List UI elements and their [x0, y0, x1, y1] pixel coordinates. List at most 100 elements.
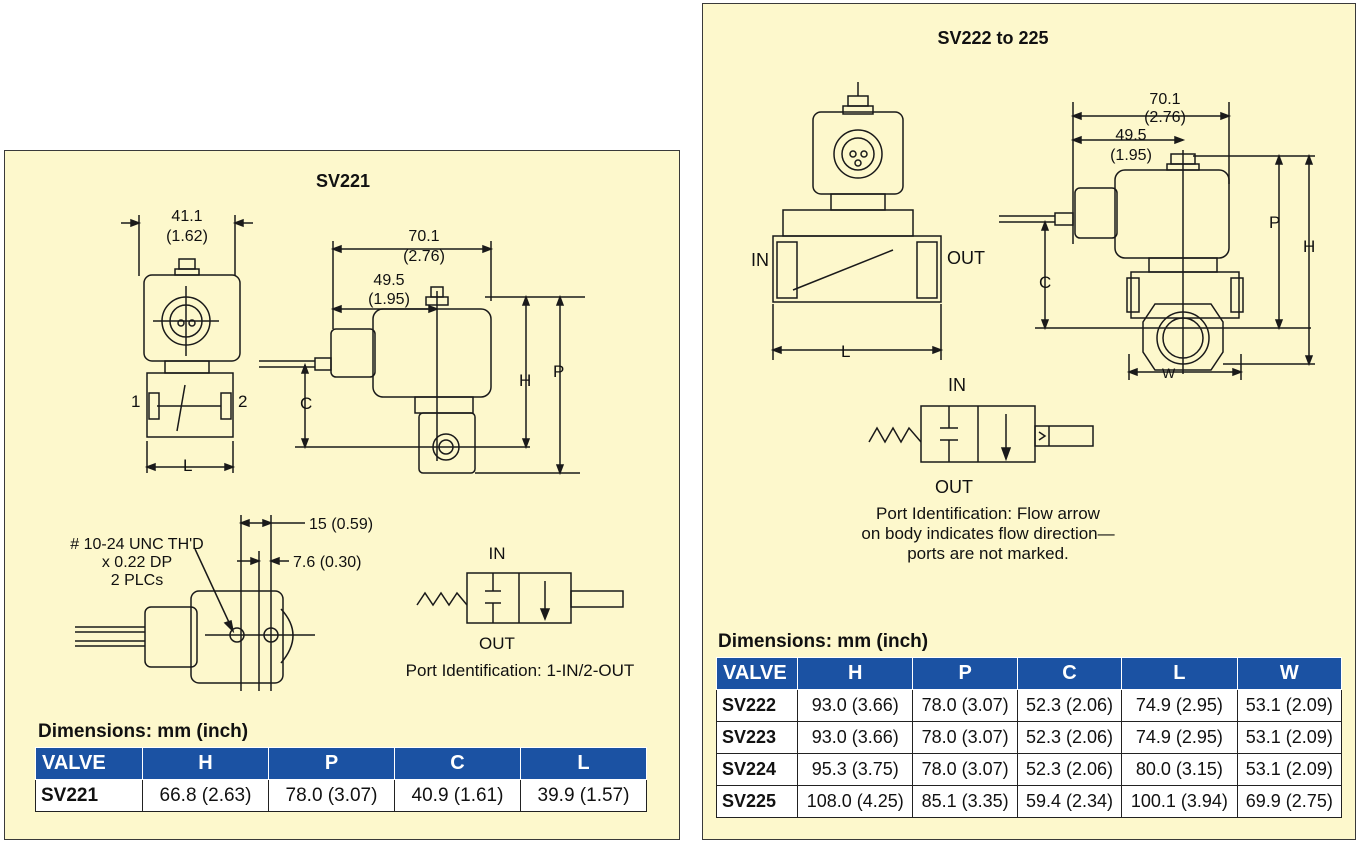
cell-valve: SV222 [716, 689, 798, 722]
dimensions-title: Dimensions: mm (inch) [38, 721, 249, 742]
sv222-225-dimensions-table: VALVE H P C L W SV222 93.0 (3.66) 78.0 (… [716, 657, 1343, 818]
panel-title: SV222 to 225 [937, 28, 1049, 48]
front-in-label: IN [751, 250, 769, 270]
header-l: L [520, 747, 647, 780]
cell-h: 93.0 (3.66) [796, 689, 914, 722]
port-identification-note: Port Identification: 1-IN/2-OUT [405, 661, 635, 680]
header-valve: VALVE [716, 657, 798, 690]
h-dim-label: H [1303, 237, 1315, 256]
center-dim-inch-label: (1.95) [368, 291, 410, 308]
sv222-front-view: L IN OUT [751, 82, 985, 361]
width-dim-label: 41.1 [171, 208, 202, 225]
cell-valve: SV225 [716, 785, 798, 818]
port-note-line3: ports are not marked. [907, 544, 1069, 563]
table-header-row: VALVE H P C L W [716, 657, 1343, 690]
cell-h: 66.8 (2.63) [142, 779, 269, 812]
sv222-225-drawings: L IN OUT 70.1 (2.76) 49.5 (1.95) [751, 82, 1315, 497]
header-h: H [796, 657, 914, 690]
cell-valve: SV221 [35, 779, 143, 812]
c-dim-label: C [300, 394, 312, 413]
port-note-line1: Port Identification: Flow arrow [876, 504, 1100, 523]
sv221-panel: SV221 41.1 (1.62) 1 2 [4, 150, 680, 840]
cell-l: 39.9 (1.57) [520, 779, 647, 812]
h-dim-label: H [519, 371, 531, 390]
cell-h: 93.0 (3.66) [796, 721, 914, 754]
table-row: SV223 93.0 (3.66) 78.0 (3.07) 52.3 (2.06… [716, 721, 1343, 754]
cell-l: 100.1 (3.94) [1121, 785, 1238, 818]
overall-dim-inch-label: (2.76) [1144, 109, 1186, 126]
center-dim-inch-label: (1.95) [1110, 147, 1152, 164]
cell-c: 52.3 (2.06) [1016, 721, 1123, 754]
header-c: C [394, 747, 521, 780]
sv222-side-view: 70.1 (2.76) 49.5 (1.95) [999, 91, 1315, 381]
cell-l: 74.9 (2.95) [1121, 721, 1238, 754]
table-row: SV222 93.0 (3.66) 78.0 (3.07) 52.3 (2.06… [716, 689, 1343, 722]
cell-w: 53.1 (2.09) [1236, 721, 1343, 754]
cell-c: 59.4 (2.34) [1016, 785, 1123, 818]
sv221-side-view: 70.1 (2.76) 49.5 (1.95) C [259, 228, 585, 476]
header-p: P [268, 747, 395, 780]
cell-w: 53.1 (2.09) [1236, 689, 1343, 722]
cell-p: 78.0 (3.07) [912, 753, 1018, 786]
thread-spec-line2: x 0.22 DP [102, 554, 172, 571]
cell-p: 78.0 (3.07) [268, 779, 395, 812]
table-row: SV221 66.8 (2.63) 78.0 (3.07) 40.9 (1.61… [35, 779, 647, 812]
front-out-label: OUT [947, 248, 985, 268]
cell-c: 40.9 (1.61) [394, 779, 521, 812]
table-row: SV225 108.0 (4.25) 85.1 (3.35) 59.4 (2.3… [716, 785, 1343, 818]
sv221-front-view: 41.1 (1.62) 1 2 L [121, 208, 253, 475]
symbol-in-label: IN [489, 544, 506, 563]
sv222-225-panel: SV222 to 225 L IN OUT [702, 3, 1356, 840]
header-l: L [1121, 657, 1238, 690]
header-c: C [1016, 657, 1123, 690]
sv221-valve-symbol: IN OUT [416, 544, 624, 653]
cell-valve: SV223 [716, 721, 798, 754]
sv221-drawings: 41.1 (1.62) 1 2 L [70, 208, 624, 691]
overall-dim-label: 70.1 [408, 228, 439, 245]
header-valve: VALVE [35, 747, 143, 780]
cell-p: 78.0 (3.07) [912, 721, 1018, 754]
cell-l: 80.0 (3.15) [1121, 753, 1238, 786]
thread-spec-line1: # 10-24 UNC TH'D [70, 536, 203, 553]
dim-15-label: 15 (0.59) [309, 516, 373, 533]
table-header-row: VALVE H P C L [35, 747, 647, 780]
symbol-out-label: OUT [935, 477, 973, 497]
symbol-in-label: IN [948, 375, 966, 395]
port-note-line2: on body indicates flow direction— [861, 524, 1115, 543]
sv221-dimensions-table: VALVE H P C L SV221 66.8 (2.63) 78.0 (3.… [35, 747, 647, 812]
cell-h: 108.0 (4.25) [796, 785, 914, 818]
length-label: L [183, 456, 192, 475]
dimensions-title: Dimensions: mm (inch) [718, 631, 929, 652]
panel-title: SV221 [315, 171, 371, 191]
sv221-mount-view: # 10-24 UNC TH'D x 0.22 DP 2 PLCs 15 (0.… [70, 515, 373, 691]
cell-c: 52.3 (2.06) [1016, 689, 1123, 722]
header-p: P [912, 657, 1018, 690]
overall-dim-label: 70.1 [1149, 91, 1180, 108]
dim-7-label: 7.6 (0.30) [293, 554, 361, 571]
port-1-label: 1 [131, 392, 140, 411]
cell-w: 53.1 (2.09) [1236, 753, 1343, 786]
cell-c: 52.3 (2.06) [1016, 753, 1123, 786]
header-h: H [142, 747, 269, 780]
cell-p: 78.0 (3.07) [912, 689, 1018, 722]
c-dim-label: C [1039, 273, 1051, 292]
p-dim-label: P [1269, 213, 1280, 232]
symbol-out-label: OUT [479, 634, 515, 653]
cell-valve: SV224 [716, 753, 798, 786]
cell-w: 69.9 (2.75) [1236, 785, 1343, 818]
port-2-label: 2 [238, 392, 247, 411]
port-identification-note: Port Identification: Flow arrow on body … [813, 504, 1163, 564]
width-dim-inch-label: (1.62) [166, 228, 208, 245]
center-dim-label: 49.5 [373, 272, 404, 289]
cell-l: 74.9 (2.95) [1121, 689, 1238, 722]
length-label: L [841, 342, 850, 361]
p-dim-label: P [553, 362, 564, 381]
header-w: W [1236, 657, 1343, 690]
w-dim-label: W [1162, 365, 1176, 381]
cell-p: 85.1 (3.35) [912, 785, 1018, 818]
center-dim-label: 49.5 [1115, 127, 1146, 144]
thread-spec-line3: 2 PLCs [111, 572, 163, 589]
cell-h: 95.3 (3.75) [796, 753, 914, 786]
table-row: SV224 95.3 (3.75) 78.0 (3.07) 52.3 (2.06… [716, 753, 1343, 786]
overall-dim-inch-label: (2.76) [403, 248, 445, 265]
